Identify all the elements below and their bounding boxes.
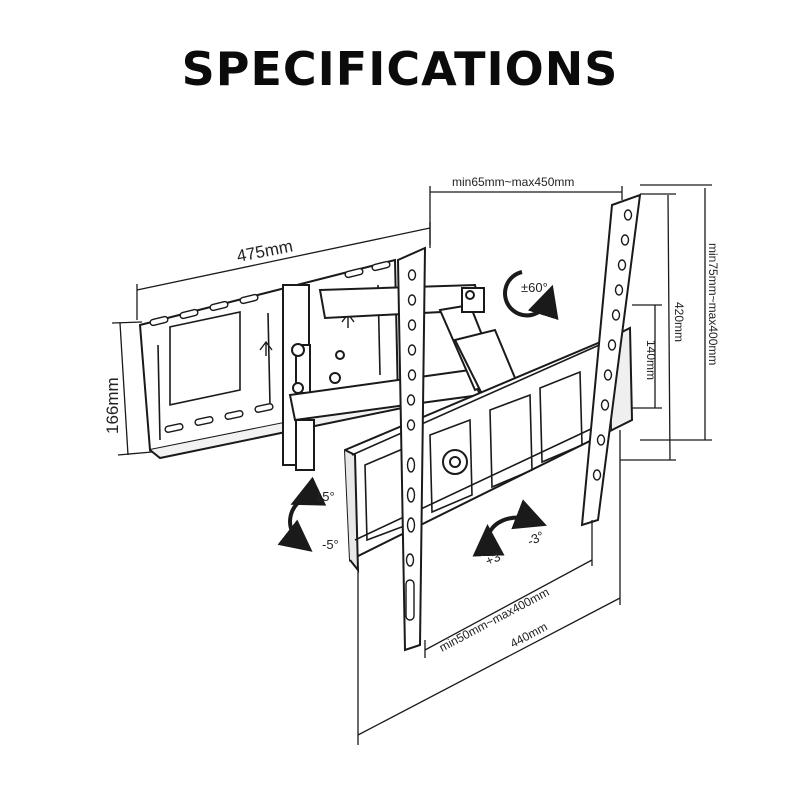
rotation-arrow-icon bbox=[472, 499, 547, 557]
top-spacing-label: min65mm~max450mm bbox=[452, 175, 574, 189]
tilt-down-label: -5° bbox=[322, 537, 339, 552]
bottom-spacing-label: min50mm~max400mm bbox=[437, 585, 552, 655]
tilt-up-label: 15° bbox=[315, 489, 335, 504]
tilt-arrow-icon bbox=[277, 476, 327, 552]
dimension-lines bbox=[111, 184, 712, 745]
page-title: SPECIFICATIONS bbox=[181, 42, 619, 96]
tv-bracket bbox=[343, 193, 642, 652]
rotation-plus-label: +3° bbox=[483, 547, 507, 569]
wall-width-label: 475mm bbox=[235, 236, 294, 265]
rotation-minus-label: -3° bbox=[525, 528, 547, 549]
arm-height-420-label: 420mm bbox=[672, 302, 686, 342]
wall-height-label: 166mm bbox=[103, 377, 122, 434]
arm-height-140-label: 140mm bbox=[644, 340, 658, 380]
swivel-arrow-icon bbox=[503, 270, 559, 321]
vertical-spacing-label: min75mm~max400mm bbox=[706, 243, 720, 365]
rotation-arrows bbox=[277, 270, 559, 557]
swivel-label: ±60° bbox=[521, 280, 548, 295]
